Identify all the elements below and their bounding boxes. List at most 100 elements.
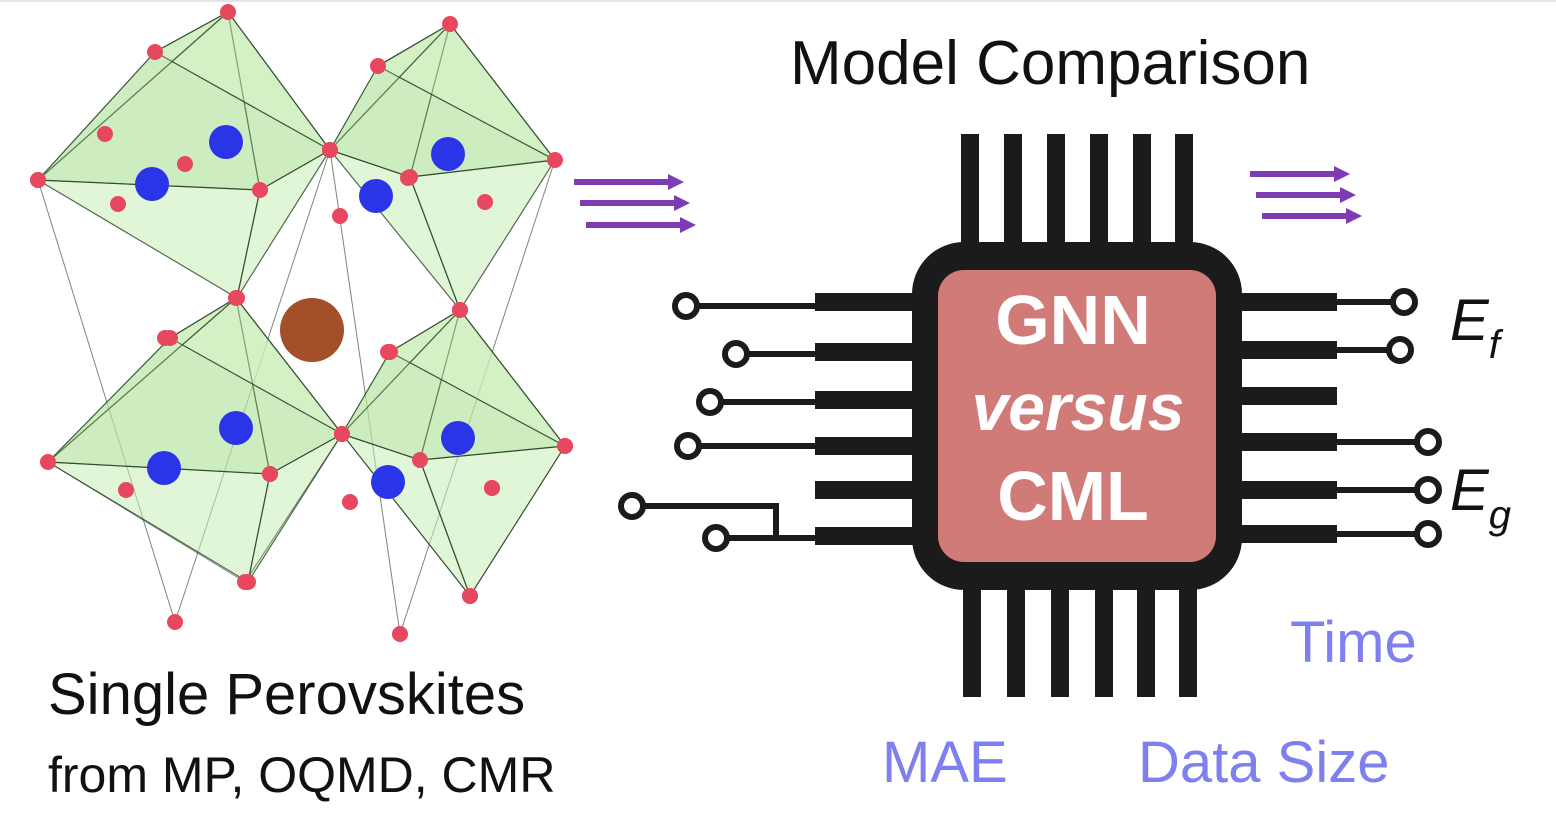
oxygen-atom [462,588,478,604]
comparison-title: Model Comparison [790,29,1310,98]
b-site-atom [135,167,169,201]
chip-pin-top [1004,134,1022,259]
oxygen-atom [370,58,386,74]
dataset-sources: from MP, OQMD, CMR [48,747,555,803]
octahedron-edge [341,433,471,597]
oxygen-atom [452,302,468,318]
oxygen-atom [97,126,113,142]
octahedron-edge [244,433,343,583]
octahedron-edge [469,445,566,597]
arrow-head [1334,166,1350,182]
metric-mae: MAE [882,730,1008,795]
chip-icon [618,134,1442,697]
chip-pin-bottom [963,572,981,697]
b-site-atom [441,421,475,455]
wire-terminal [1414,476,1442,504]
chip-pin-left [815,527,925,545]
oxygen-atom [332,208,348,224]
oxygen-atom [557,438,573,454]
oxygen-atom [110,196,126,212]
wire-terminal [1414,428,1442,456]
chip-pin-bottom [1095,572,1113,697]
arrow-head [1346,208,1362,224]
oxygen-atom [40,454,56,470]
oxygen-atom [442,16,458,32]
metric-time: Time [1290,610,1417,675]
band-gap-symbol: E [1450,458,1490,523]
oxygen-atom [262,466,278,482]
oxygen-atom [334,426,350,442]
oxygen-atom [547,152,563,168]
wire-terminal [618,492,646,520]
chip-pin-left [815,343,925,361]
oxygen-atom [477,194,493,210]
octahedron-face [409,159,557,312]
svg-text:Eg: Eg [1450,458,1511,537]
chip-pin-left [815,481,925,499]
chip-pin-top [1175,134,1193,259]
metric-data-size: Data Size [1138,730,1389,795]
formation-energy-label: Ef [1450,288,1504,367]
chip-pin-bottom [1007,572,1025,697]
oxygen-atom [177,156,193,172]
oxygen-atom [252,182,268,198]
chip-pin-right [1225,341,1337,359]
wire-terminal [674,432,702,460]
arrow-head [680,217,696,233]
b-site-atom [359,179,393,213]
wire [632,503,779,538]
flow-arrows-icon [574,174,696,233]
oxygen-atom [400,170,416,186]
wire-terminal [702,524,730,552]
chip-pin-bottom [1051,572,1069,697]
arrow-head [1340,187,1356,203]
oxygen-atom [322,142,338,158]
oxygen-atom [30,172,46,188]
chip-label-cml: CML [997,457,1149,535]
wire-terminal [672,292,700,320]
dataset-title: Single Perovskites [48,662,525,727]
chip-pin-right [1225,293,1337,311]
octahedron [334,302,573,604]
wire-terminal [1386,336,1414,364]
oxygen-atom [167,614,183,630]
chip-pin-right [1225,433,1337,451]
oxygen-atom [220,4,236,20]
octahedron-edge [329,149,401,635]
chip-pin-left [815,293,925,311]
b-site-atom [371,465,405,499]
oxygen-atom [157,330,173,346]
arrow-head [668,174,684,190]
chip-pin-right [1225,481,1337,499]
chip-pin-top [1047,134,1065,259]
chip-pin-right [1225,525,1337,543]
octahedron [40,290,350,590]
chip-pin-top [1133,134,1151,259]
b-site-atom [209,125,243,159]
wire-terminal [1414,520,1442,548]
flow-arrows-icon [1250,166,1362,224]
b-site-atom [219,411,253,445]
oxygen-atom [484,480,500,496]
band-gap-subscript: g [1489,493,1511,537]
formation-energy-symbol: E [1450,288,1490,353]
svg-text:Ef: Ef [1450,288,1504,367]
arrow-head [674,195,690,211]
octahedron-edge [37,179,176,623]
chip-pin-top [1090,134,1108,259]
chip-pin-left [815,391,925,409]
wire-terminal [696,388,724,416]
wire-terminal [1390,288,1418,316]
chip-pin-right [1225,387,1337,405]
chip-core [938,270,1216,562]
chip-label-gnn: GNN [995,281,1151,359]
band-gap-label: Eg [1450,458,1511,537]
oxygen-atom [392,626,408,642]
oxygen-atom [237,574,253,590]
perovskite-structure-icon [30,4,573,642]
oxygen-atom [228,290,244,306]
wire-terminal [722,340,750,368]
octahedron [322,16,563,642]
